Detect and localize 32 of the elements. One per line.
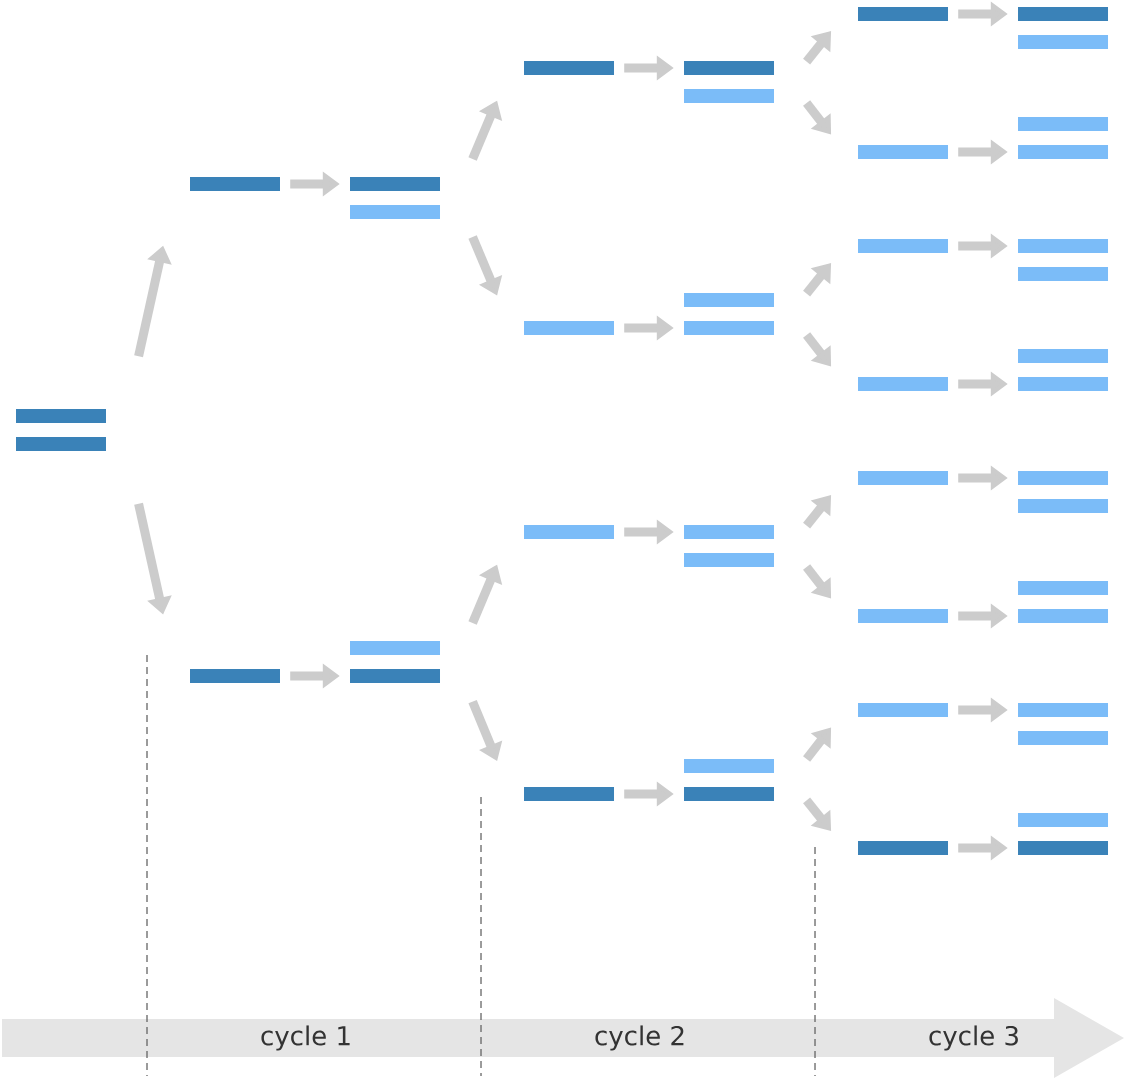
dna-double-strand	[1018, 471, 1108, 513]
dna-double-strand	[1018, 349, 1108, 391]
dna-double-strand	[1018, 581, 1108, 623]
dna-double-strand	[1018, 239, 1108, 281]
dna-strand	[858, 609, 948, 623]
dna-double-strand	[684, 759, 774, 801]
cycle-label: cycle 3	[929, 1025, 1018, 1051]
dna-double-strand	[1018, 813, 1108, 855]
dna-strand	[524, 787, 614, 801]
dna-double-strand	[684, 61, 774, 103]
cycle-label: cycle 2	[595, 1025, 684, 1051]
dna-double-strand	[350, 177, 440, 219]
dna-strand	[190, 669, 280, 683]
dna-strand	[524, 61, 614, 75]
dna-strand	[524, 321, 614, 335]
dna-double-strand	[684, 293, 774, 335]
dna-double-strand	[684, 525, 774, 567]
dna-strand	[858, 239, 948, 253]
dna-strand	[524, 525, 614, 539]
dna-strand	[858, 471, 948, 485]
dna-double-strand	[350, 641, 440, 683]
dna-double-strand	[1018, 7, 1108, 49]
dna-strand	[858, 841, 948, 855]
dna-strand	[858, 145, 948, 159]
dna-strand	[858, 703, 948, 717]
dna-double-strand	[16, 409, 106, 451]
dna-double-strand	[1018, 117, 1108, 159]
cycle-label: cycle 1	[261, 1025, 350, 1051]
dna-strand	[190, 177, 280, 191]
dna-strand	[858, 7, 948, 21]
dna-double-strand	[1018, 703, 1108, 745]
dna-strand	[858, 377, 948, 391]
